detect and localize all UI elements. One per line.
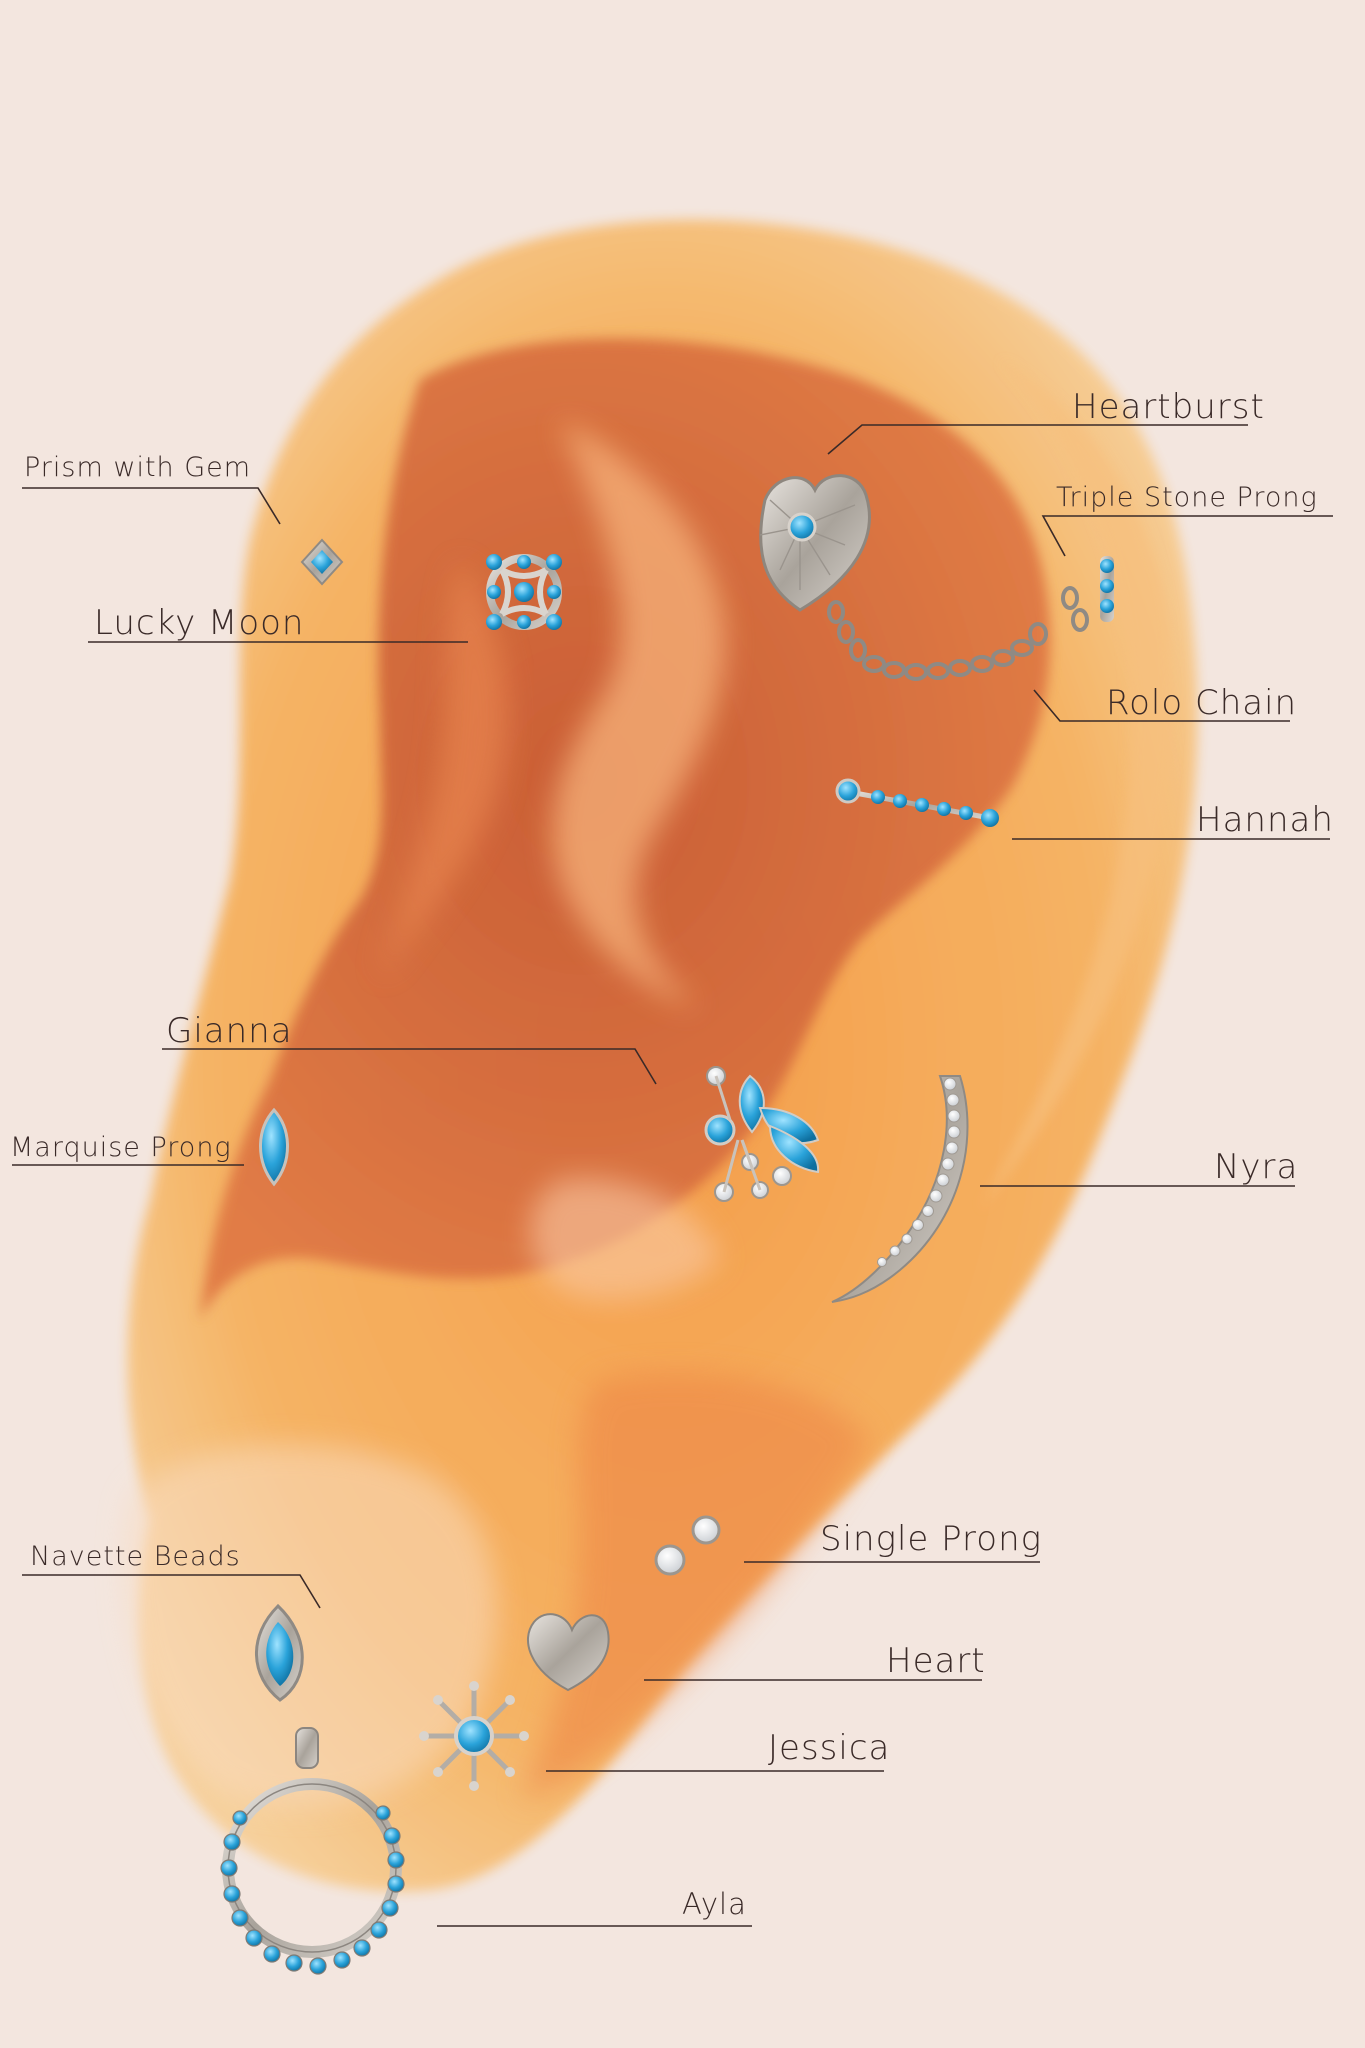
hannah-jewel — [835, 778, 999, 827]
label-nyra: Nyra — [1214, 1147, 1299, 1187]
gianna-jewel — [704, 1066, 820, 1202]
label-lucky-moon: Lucky Moon — [94, 603, 305, 643]
label-prism-with-gem: Prism with Gem — [24, 452, 252, 483]
leader-lines — [12, 424, 1333, 1927]
triple-stone-prong-jewel — [1100, 556, 1114, 622]
marquise-prong-jewel — [259, 1107, 289, 1187]
label-ayla: Ayla — [682, 1887, 747, 1921]
label-rolo-chain: Rolo Chain — [1106, 683, 1298, 723]
label-navette-beads: Navette Beads — [30, 1541, 241, 1572]
ear-shape — [124, 219, 1198, 1892]
lucky-moon-jewel — [486, 554, 562, 630]
label-heartburst: Heartburst — [1072, 387, 1265, 427]
label-gianna: Gianna — [166, 1011, 293, 1051]
nyra-jewel — [831, 1075, 969, 1303]
leader-rolo-chain — [1033, 689, 1290, 722]
label-single-prong: Single Prong — [820, 1519, 1043, 1559]
heartburst-jewel — [759, 474, 871, 612]
leader-gianna — [162, 1048, 657, 1085]
leader-prism-with-gem — [22, 487, 281, 525]
label-jessica: Jessica — [768, 1728, 891, 1768]
rolo-chain-jewel — [827, 586, 1089, 681]
leader-triple-stone-prong — [1041, 515, 1333, 557]
label-heart: Heart — [886, 1641, 986, 1681]
leader-heartburst — [827, 424, 1248, 455]
label-hannah: Hannah — [1196, 800, 1334, 840]
ayla-jewel — [220, 1727, 405, 1975]
leader-navette-beads — [22, 1574, 321, 1609]
jessica-jewel — [419, 1681, 529, 1791]
navette-beads-jewel — [255, 1603, 304, 1702]
heart-jewel — [526, 1613, 610, 1692]
single-prong-jewel — [654, 1515, 721, 1576]
prism-with-gem-jewel — [300, 538, 344, 586]
label-marquise-prong: Marquise Prong — [10, 1132, 232, 1163]
label-triple-stone-prong: Triple Stone Prong — [1056, 482, 1318, 513]
